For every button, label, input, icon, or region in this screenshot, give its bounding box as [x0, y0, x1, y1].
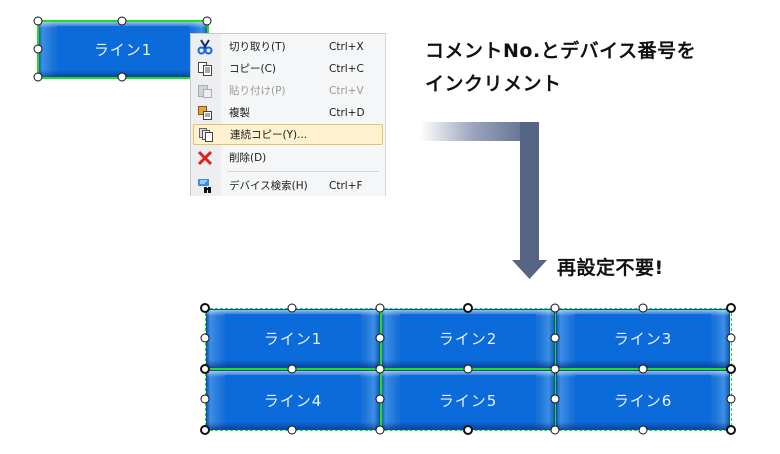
resize-handle[interactable] — [375, 425, 385, 435]
button-face — [400, 314, 536, 362]
resize-handle[interactable] — [726, 303, 736, 313]
resize-handle[interactable] — [117, 16, 127, 26]
button-label: ライン4 — [263, 391, 323, 410]
button-face — [575, 375, 711, 424]
resize-handle[interactable] — [375, 303, 385, 313]
menu-item-copy[interactable]: コピー(C) Ctrl+C — [193, 58, 383, 79]
resize-handle[interactable] — [726, 333, 736, 343]
menu-item-delete[interactable]: 削除(D) — [193, 147, 383, 168]
menu-item-label: 貼り付け(P) — [229, 85, 286, 97]
resize-handle[interactable] — [638, 364, 648, 374]
resize-handle[interactable] — [638, 425, 648, 435]
resize-handle[interactable] — [463, 425, 473, 435]
resize-handle[interactable] — [287, 425, 297, 435]
resize-handle[interactable] — [550, 364, 560, 374]
button-label: ライン1 — [263, 330, 323, 348]
down-arrow-icon — [420, 122, 547, 279]
resize-handle[interactable] — [375, 394, 385, 404]
resize-handle[interactable] — [200, 333, 210, 343]
resize-handle[interactable] — [33, 72, 43, 82]
resize-handle[interactable] — [287, 303, 297, 313]
result-line-button-3[interactable]: ライン3 — [556, 309, 730, 368]
resize-handle[interactable] — [375, 333, 385, 343]
menu-item-label: 削除(D) — [229, 152, 267, 164]
menu-item-shortcut: Ctrl+X — [329, 40, 364, 53]
resize-handle[interactable] — [200, 425, 210, 435]
device-search-icon — [196, 178, 214, 194]
menu-item-label: コピー(C) — [229, 63, 277, 75]
scissors-icon — [196, 38, 214, 55]
consecutive-copy-icon — [197, 127, 215, 143]
resize-handle[interactable] — [202, 16, 212, 26]
copy-icon — [196, 61, 214, 77]
menu-item-label: デバイス検索(H) — [229, 180, 308, 192]
annotation-line2: インクリメント — [425, 73, 562, 95]
context-menu: 切り取り(T) Ctrl+X コピー(C) Ctrl+C 貼り付け(P) Ctr… — [190, 33, 386, 196]
resize-handle[interactable] — [33, 44, 43, 54]
annotation-result: 再設定不要! — [557, 257, 664, 279]
button-face — [57, 26, 189, 72]
button-face — [225, 375, 361, 424]
menu-item-paste[interactable]: 貼り付け(P) Ctrl+V — [193, 80, 383, 101]
resize-handle[interactable] — [33, 16, 43, 26]
resize-handle[interactable] — [463, 303, 473, 313]
resize-handle[interactable] — [463, 364, 473, 374]
menu-item-consecutive-copy[interactable]: 連続コピー(Y)... — [193, 124, 383, 145]
button-face — [400, 375, 536, 424]
menu-item-shortcut: Ctrl+F — [329, 179, 363, 192]
result-line-button-2[interactable]: ライン2 — [381, 309, 555, 368]
result-line-button-6[interactable]: ライン6 — [556, 370, 730, 430]
button-face — [225, 314, 361, 362]
duplicate-icon — [196, 105, 214, 121]
button-label: ライン5 — [438, 391, 498, 410]
resize-handle[interactable] — [200, 364, 210, 374]
selection-outline — [37, 20, 209, 79]
menu-item-shortcut: Ctrl+C — [329, 62, 364, 75]
resize-handle[interactable] — [200, 303, 210, 313]
menu-item-device-search[interactable]: デバイス検索(H) Ctrl+F — [193, 175, 383, 196]
resize-handle[interactable] — [550, 303, 560, 313]
menu-item-duplicate[interactable]: 複製 Ctrl+D — [193, 102, 383, 123]
resize-handle[interactable] — [726, 364, 736, 374]
resize-handle[interactable] — [287, 364, 297, 374]
button-label: ライン3 — [613, 330, 673, 348]
result-line-button-5[interactable]: ライン5 — [381, 370, 555, 430]
menu-separator — [227, 171, 379, 172]
resize-handle[interactable] — [726, 394, 736, 404]
button-label: ライン2 — [438, 330, 498, 348]
menu-item-label: 連続コピー(Y)... — [230, 129, 308, 141]
menu-item-cut[interactable]: 切り取り(T) Ctrl+X — [193, 36, 383, 57]
paste-icon — [196, 83, 214, 99]
resize-handle[interactable] — [200, 394, 210, 404]
menu-item-shortcut: Ctrl+D — [329, 106, 365, 119]
resize-handle[interactable] — [550, 394, 560, 404]
button-label: ライン1 — [93, 41, 153, 59]
menu-item-label: 切り取り(T) — [229, 41, 286, 53]
button-face — [575, 314, 711, 362]
button-label: ライン6 — [613, 391, 673, 410]
annotation-line1: コメントNo.とデバイス番号を — [425, 40, 697, 62]
resize-handle[interactable] — [550, 333, 560, 343]
resize-handle[interactable] — [375, 364, 385, 374]
resize-handle[interactable] — [638, 303, 648, 313]
resize-handle[interactable] — [726, 425, 736, 435]
menu-item-label: 複製 — [229, 107, 250, 119]
menu-item-shortcut: Ctrl+V — [329, 84, 364, 97]
delete-icon — [196, 150, 214, 166]
resize-handle[interactable] — [117, 72, 127, 82]
resize-handle[interactable] — [550, 425, 560, 435]
